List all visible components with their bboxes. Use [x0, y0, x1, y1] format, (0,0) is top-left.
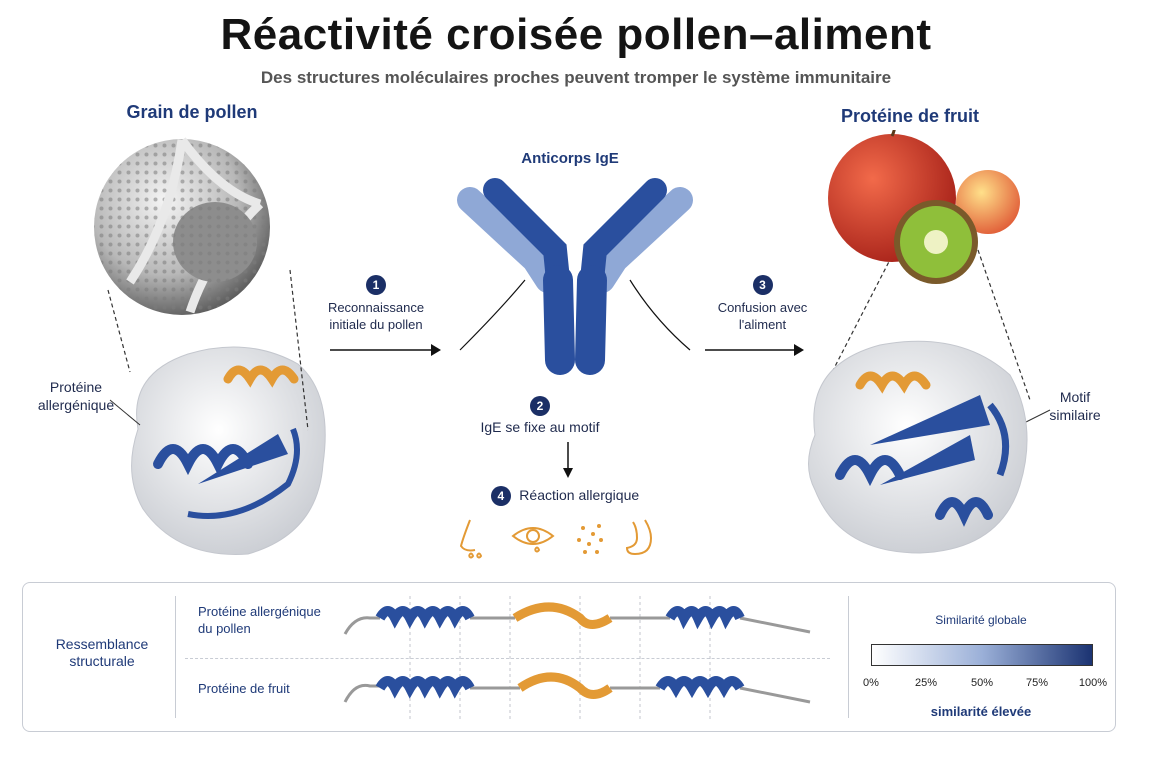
fruit-image [828, 130, 1020, 284]
row-label-fruit: Protéine de fruit [198, 681, 290, 696]
scale-tick-25: 25% [914, 677, 938, 689]
scale-tick-100: 100% [1078, 677, 1108, 689]
nose-icon [459, 519, 483, 559]
step-1-badge: 1 [366, 275, 386, 295]
pollen-heading: Grain de pollen [126, 102, 258, 122]
skin-rash-icon [577, 524, 603, 554]
comparison-section-label: Ressemblance structurale [55, 636, 149, 669]
step-2: 2 IgE se fixe au motif [480, 396, 600, 436]
step-3-badge: 3 [752, 275, 773, 295]
step-2-text: IgE se fixe au motif [480, 419, 600, 435]
step-4: 4 Réaction allergique [470, 486, 660, 506]
pollen-grain-image [94, 137, 270, 315]
antibody-heading: Anticorps IgE [521, 150, 619, 167]
pollen-protein-strip [343, 602, 811, 635]
ige-antibody-image [457, 178, 693, 375]
step-4-text: Réaction allergique [519, 487, 640, 503]
row-label-pollen: Protéine allergénique du pollen [198, 604, 321, 636]
divider [175, 596, 176, 718]
fruit-heading: Protéine de fruit [840, 106, 979, 126]
arrow-right-icon [705, 344, 804, 356]
step-2-badge: 2 [530, 396, 550, 416]
scale-tick-0: 0% [863, 677, 879, 689]
scale-caption: similarité élevée [930, 704, 1032, 719]
scale-tick-50: 50% [970, 677, 994, 689]
step-1-text: Reconnaissance initiale du pollen [327, 300, 425, 332]
fruit-protein-strip [343, 672, 811, 704]
step-4-badge: 4 [490, 486, 511, 506]
step-3: 3 Confusion avec l'aliment [710, 275, 815, 333]
arrow-right-icon [330, 344, 441, 356]
scale-tick-75: 75% [1025, 677, 1049, 689]
structural-comparison-panel [22, 582, 1116, 732]
fruit-motif-label: Motif similaire [1049, 389, 1101, 423]
arrow-down-icon [563, 442, 573, 478]
eye-icon [511, 527, 555, 553]
stomach-icon [625, 519, 653, 556]
pollen-protein-label: Protéine allergénique [37, 379, 115, 413]
aligned-structures [343, 596, 811, 720]
symptom-icons [459, 519, 653, 559]
pollen-protein-structure [131, 346, 326, 555]
step-1: 1 Reconnaissance initiale du pollen [320, 275, 432, 333]
divider [848, 596, 849, 718]
step-3-text: Confusion avec l'aliment [717, 300, 808, 332]
page-title: Réactivité croisée pollen–aliment [220, 10, 932, 59]
scale-title: Similarité globale [935, 613, 1027, 627]
scale-ticks: 0% 25% 50% 75% 100% [851, 677, 1113, 691]
row-divider [185, 658, 830, 659]
fruit-protein-structure [808, 340, 1028, 554]
similarity-scale-bar [871, 644, 1093, 666]
page-subtitle: Des structures moléculaires proches peuv… [260, 68, 892, 87]
